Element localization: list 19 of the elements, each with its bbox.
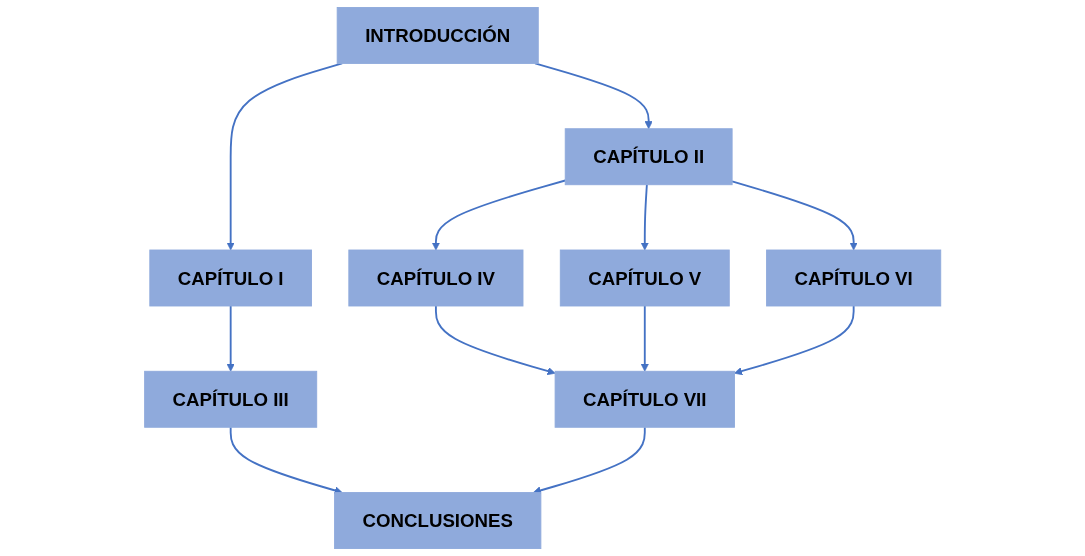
node-box: INTRODUCCIÓN bbox=[336, 7, 539, 64]
arrow bbox=[431, 179, 566, 251]
node-box: CAPÍTULO IV bbox=[348, 249, 524, 307]
node-box: CAPÍTULO V bbox=[559, 249, 730, 307]
node-box: CAPÍTULO VI bbox=[765, 249, 941, 307]
arrow bbox=[640, 305, 649, 372]
arrow bbox=[226, 305, 235, 372]
arrow bbox=[434, 305, 556, 376]
node-box: CONCLUSIONES bbox=[333, 492, 542, 549]
arrow bbox=[532, 426, 646, 495]
node-box: CAPÍTULO VII bbox=[554, 370, 735, 428]
arrow bbox=[640, 183, 649, 251]
node-box: CAPÍTULO I bbox=[149, 249, 312, 307]
arrow bbox=[731, 180, 858, 251]
arrow bbox=[229, 426, 343, 495]
node-box: CAPÍTULO II bbox=[564, 128, 733, 186]
arrow bbox=[733, 305, 855, 376]
arrow bbox=[226, 62, 343, 251]
node-box: CAPÍTULO III bbox=[144, 370, 317, 428]
